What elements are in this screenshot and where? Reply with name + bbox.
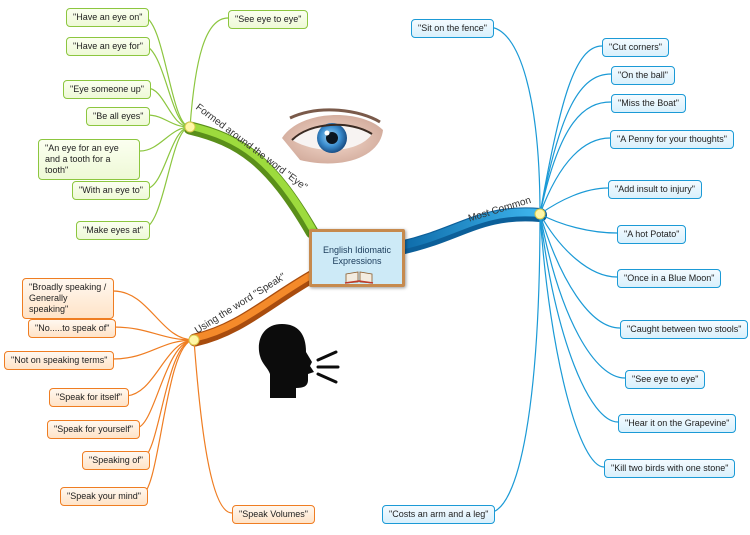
speak-item[interactable]: "No.....to speak of" [28, 319, 117, 338]
common-item[interactable]: "Once in a Blue Moon" [617, 269, 722, 288]
eye-item[interactable]: "An eye for an eye and a tooth for a too… [38, 139, 140, 180]
eye-icon [282, 108, 383, 164]
speak-item[interactable]: "Broadly speaking / Generally speaking" [22, 278, 114, 319]
eye-item[interactable]: "Have an eye for" [66, 37, 150, 56]
speak-item[interactable]: "Not on speaking terms" [4, 351, 115, 370]
speaking-head-icon [258, 324, 340, 398]
common-item[interactable]: "Kill two birds with one stone" [604, 459, 736, 478]
common-item[interactable]: "Miss the Boat" [611, 94, 686, 113]
book-icon [344, 271, 374, 284]
common-item[interactable]: "Sit on the fence" [411, 19, 494, 38]
speak-item[interactable]: "Speak for yourself" [47, 420, 140, 439]
central-topic[interactable]: English Idiomatic Expressions [309, 229, 405, 287]
speak-item[interactable]: "Speak your mind" [60, 487, 148, 506]
common-item[interactable]: "Hear it on the Grapevine" [618, 414, 737, 433]
eye-item[interactable]: "See eye to eye" [228, 10, 309, 29]
common-item[interactable]: "Caught between two stools" [620, 320, 749, 339]
eye-item[interactable]: "Have an eye on" [66, 8, 150, 27]
common-item[interactable]: "See eye to eye" [625, 370, 706, 389]
common-item[interactable]: "Costs an arm and a leg" [382, 505, 496, 524]
common-item[interactable]: "Cut corners" [602, 38, 669, 57]
common-item[interactable]: "On the ball" [611, 66, 675, 85]
eye-item[interactable]: "Be all eyes" [86, 107, 151, 126]
eye-item[interactable]: "Make eyes at" [76, 221, 150, 240]
central-topic-title: English Idiomatic Expressions [322, 245, 392, 266]
speak-item[interactable]: "Speaking of" [82, 451, 150, 470]
speak-item[interactable]: "Speak Volumes" [232, 505, 315, 524]
speak-item[interactable]: "Speak for itself" [49, 388, 129, 407]
common-item[interactable]: "A hot Potato" [617, 225, 687, 244]
common-item[interactable]: "A Penny for your thoughts" [610, 130, 734, 149]
common-item[interactable]: "Add insult to injury" [608, 180, 702, 199]
eye-item[interactable]: "With an eye to" [72, 181, 150, 200]
eye-item[interactable]: "Eye someone up" [63, 80, 151, 99]
